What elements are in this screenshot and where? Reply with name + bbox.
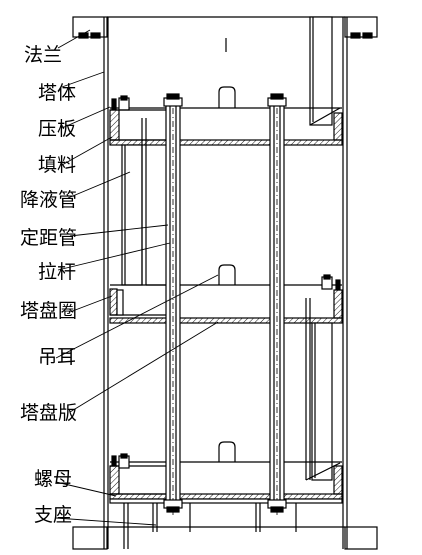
- bottom-flange-left: [72, 526, 108, 550]
- label-tower-body: 塔体: [38, 82, 77, 104]
- label-support: 支座: [34, 504, 73, 526]
- upper-tray-plate: [109, 139, 343, 146]
- label-downcomer: 降液管: [20, 189, 78, 211]
- label-press-plate: 压板: [38, 118, 77, 140]
- support-base: [109, 498, 343, 504]
- top-flange-left: [72, 16, 108, 38]
- label-tray-ring: 塔盘圈: [20, 300, 78, 322]
- bottom-flange-right: [344, 526, 378, 550]
- top-flange-right: [344, 16, 378, 38]
- lower-downcomer: [311, 322, 333, 481]
- label-lifting-lug: 吊耳: [38, 346, 77, 368]
- label-nut: 螺母: [34, 468, 73, 490]
- label-tie-rod: 拉杆: [38, 261, 77, 283]
- lower-tray-plate: [109, 493, 343, 500]
- label-spacer-tube: 定距管: [20, 227, 78, 249]
- label-flange: 法兰: [24, 44, 63, 66]
- label-tray-plate: 塔盘版: [20, 402, 78, 424]
- middle-tray-plate: [109, 317, 343, 324]
- label-packing: 填料: [38, 154, 77, 176]
